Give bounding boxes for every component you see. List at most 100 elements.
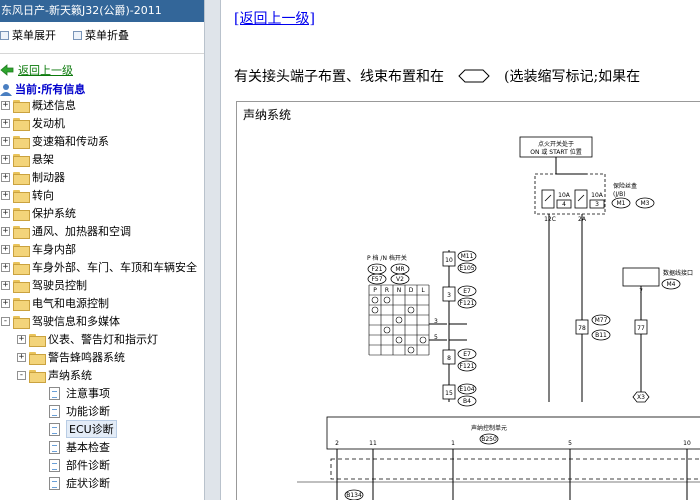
pnp-conn-4: V2	[396, 276, 404, 283]
tree-item[interactable]: +变速箱和传动系	[1, 132, 109, 150]
left-conn-2-tag-0: E7	[463, 351, 471, 358]
left-conn-3-tag-1-shape	[457, 395, 477, 407]
expand-node-icon[interactable]: +	[1, 189, 10, 200]
expand-node-icon[interactable]: +	[17, 333, 26, 344]
tree-item-label: 电气和电源控制	[32, 297, 109, 310]
right-conn-78-tag-0: M77	[595, 317, 608, 324]
left-conn-2-tag-1-shape	[457, 360, 477, 372]
content-back-link[interactable]: [返回上一级]	[234, 11, 315, 27]
pnp-contact	[383, 326, 391, 334]
expand-node-icon[interactable]: +	[1, 99, 10, 110]
tree-item-label: 仪表、警告灯和指示灯	[48, 333, 158, 346]
tree-item[interactable]: +通风、加热器和空调	[1, 222, 131, 240]
tree-item[interactable]: -驾驶信息和多媒体	[1, 312, 120, 330]
tree-back-link-text[interactable]: 返回上一级	[18, 64, 73, 77]
pnp-conn-3: F57	[371, 276, 382, 283]
right-conn-78-num: 78	[578, 325, 586, 332]
unit-bottom-pin-2: 1	[451, 440, 455, 447]
left-conn-1-tag-0-shape	[457, 285, 477, 297]
pnp-contact	[371, 306, 379, 314]
pnp-contact	[395, 336, 403, 344]
expand-node-icon[interactable]: +	[1, 279, 10, 290]
navigation-panel: 东风日产-新天籁J32(公爵)-2011 菜单展开 菜单折叠 返回上一级 当前:…	[0, 0, 204, 500]
fuse-2-num-box	[589, 199, 605, 209]
pnp-pin-5: 5	[434, 334, 438, 341]
tree-item[interactable]: +制动器	[1, 168, 65, 186]
fuse-1-body	[541, 189, 555, 209]
data-link-conn-shape	[661, 278, 681, 290]
content-panel: [返回上一级] 有关接头端子布置、线束布置和在 (选装缩写标记;如果在 声纳系统…	[222, 0, 700, 500]
tree-leaf-item[interactable]: 症状诊断	[49, 474, 110, 492]
tree-item-label: 功能诊断	[66, 405, 110, 418]
right-conn-78-box	[575, 319, 589, 335]
folder-icon	[13, 243, 30, 257]
tree-item[interactable]: + 电气和电源控制	[1, 294, 109, 312]
collapse-icon	[73, 30, 82, 40]
left-conn-0-tag-1-shape	[457, 262, 477, 274]
folder-icon	[13, 207, 30, 221]
tree-subitem[interactable]: + 仪表、警告灯和指示灯	[17, 330, 158, 348]
expand-node-icon[interactable]: +	[1, 297, 10, 308]
folder-icon	[13, 189, 30, 203]
collapse-menu-button[interactable]: 菜单折叠	[73, 27, 129, 43]
left-conn-3-tag-0-shape	[457, 383, 477, 395]
info-line: 有关接头端子布置、线束布置和在 (选装缩写标记;如果在	[234, 66, 640, 86]
current-node-label: 当前:所有信息	[15, 83, 86, 96]
panel-splitter[interactable]	[204, 0, 221, 500]
expand-node-icon[interactable]: +	[1, 153, 10, 164]
pnp-conn-4-shape	[390, 273, 410, 285]
left-conn-3-num: 15	[445, 390, 453, 397]
expand-node-icon[interactable]: +	[1, 135, 10, 146]
folder-icon	[13, 261, 30, 275]
tree-item[interactable]: + 驾驶员控制	[1, 276, 87, 294]
tree-leaf-item[interactable]: 部件诊断	[49, 456, 110, 474]
tree-item[interactable]: + 保护系统	[1, 204, 76, 222]
expand-node-icon[interactable]: +	[17, 351, 26, 362]
tree-item-label: 声纳系统	[48, 369, 92, 382]
tree-item-label: 症状诊断	[66, 477, 110, 490]
tree-item[interactable]: +悬架	[1, 150, 54, 168]
tree-item[interactable]: +概述信息	[1, 96, 76, 114]
tree-leaf-item[interactable]: 功能诊断	[49, 402, 110, 420]
tree-item[interactable]: +转向	[1, 186, 54, 204]
tree-item-label: 保护系统	[32, 207, 76, 220]
expand-node-icon[interactable]: +	[1, 117, 10, 128]
collapse-menu-label: 菜单折叠	[85, 29, 129, 42]
data-link-conn: M4	[667, 281, 676, 288]
tree-item-label: 驾驶员控制	[32, 279, 87, 292]
left-conn-1-tag-1-shape	[457, 297, 477, 309]
tree-back-link[interactable]: 返回上一级	[0, 62, 73, 78]
expand-node-icon[interactable]: +	[1, 207, 10, 218]
document-icon	[49, 476, 60, 490]
left-conn-1-tag-1: F121	[460, 300, 475, 307]
left-conn-0-box	[442, 251, 456, 267]
left-conn-0-tag-0-shape	[457, 250, 477, 262]
shield-hexagon-icon	[632, 391, 650, 403]
fuse-term-12c: 12C	[544, 216, 556, 223]
folder-icon	[29, 333, 46, 347]
expand-menu-button[interactable]: 菜单展开	[0, 27, 56, 43]
sonar-unit-conn: B250	[481, 436, 497, 443]
expand-node-icon[interactable]: +	[1, 171, 10, 182]
tree-subitem[interactable]: - 声纳系统	[17, 366, 92, 384]
left-conn-1-box	[442, 286, 456, 302]
tree-leaf-item[interactable]: ECU诊断	[49, 420, 117, 438]
pnp-switch-label: P 档 /N 档开关	[367, 254, 407, 262]
expand-node-icon[interactable]: +	[1, 243, 10, 254]
user-icon	[0, 83, 12, 96]
tree-item-label: 部件诊断	[66, 459, 110, 472]
tree-subitem[interactable]: +警告蜂鸣器系统	[17, 348, 125, 366]
collapse-node-icon[interactable]: -	[1, 315, 10, 326]
left-conn-0-tag-1: E105	[459, 265, 474, 272]
tree-item[interactable]: +车身内部	[1, 240, 76, 258]
pnp-col-label: L	[421, 287, 425, 294]
expand-node-icon[interactable]: +	[1, 261, 10, 272]
expand-node-icon[interactable]: +	[1, 225, 10, 236]
tree-leaf-item[interactable]: 基本检查	[49, 438, 110, 456]
collapse-node-icon[interactable]: -	[17, 369, 26, 380]
tree-item[interactable]: +发动机	[1, 114, 65, 132]
tree-leaf-item[interactable]: 注意事项	[49, 384, 110, 402]
tree-item[interactable]: +车身外部、车门、车顶和车辆安全	[1, 258, 197, 276]
sonar-unit-label: 声纳控制单元	[471, 424, 507, 432]
